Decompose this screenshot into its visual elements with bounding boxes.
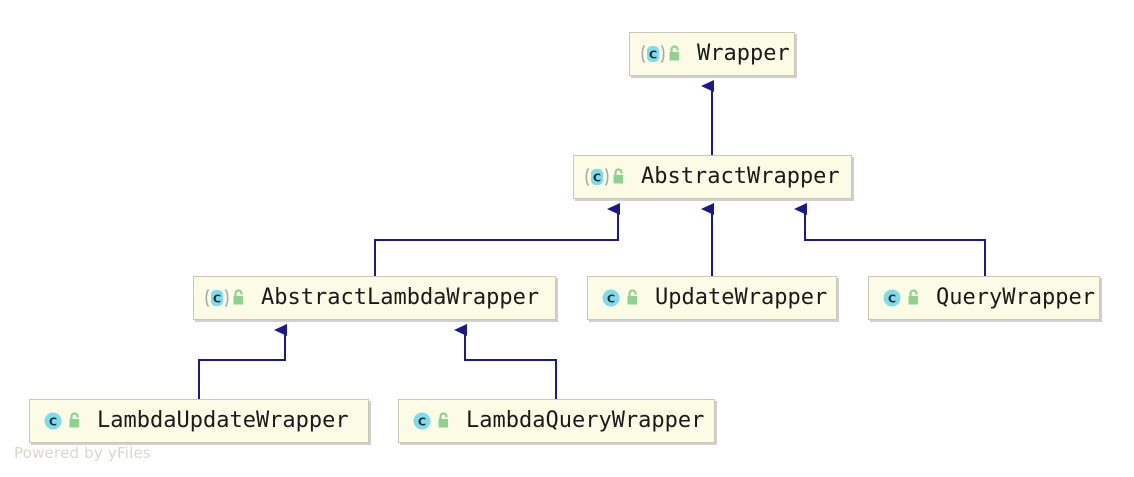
unlocked-padlock-icon — [906, 288, 924, 308]
unlocked-padlock-icon — [667, 44, 685, 64]
abstract-class-icon: C — [584, 166, 610, 188]
unlocked-padlock-icon — [625, 288, 643, 308]
class-node-abstract-wrapper[interactable]: C AbstractWrapper — [573, 155, 852, 199]
class-name-label: Wrapper — [697, 41, 790, 66]
unlocked-padlock-icon — [436, 411, 454, 431]
unlocked-padlock-icon — [67, 411, 85, 431]
svg-text:C: C — [49, 416, 57, 429]
class-name-label: UpdateWrapper — [655, 285, 828, 310]
class-icon: C — [40, 410, 66, 432]
node-icon-group: C — [879, 287, 924, 309]
node-icon-group: C — [640, 43, 685, 65]
svg-text:C: C — [593, 172, 601, 185]
class-name-label: AbstractWrapper — [641, 164, 840, 189]
class-node-update-wrapper[interactable]: C UpdateWrapper — [587, 276, 837, 320]
class-node-wrapper[interactable]: C Wrapper — [629, 32, 795, 76]
generalization-edge — [794, 203, 986, 276]
unlocked-padlock-icon — [231, 288, 249, 308]
class-name-label: QueryWrapper — [936, 285, 1095, 310]
node-icon-group: C — [40, 410, 85, 432]
class-node-abstract-lambda-wrapper[interactable]: C AbstractLambdaWrapper — [193, 276, 556, 320]
class-name-label: AbstractLambdaWrapper — [261, 285, 540, 310]
class-node-lambda-query-wrapper[interactable]: C LambdaQueryWrapper — [398, 399, 715, 443]
abstract-class-icon: C — [204, 287, 230, 309]
svg-text:C: C — [418, 416, 426, 429]
unlocked-padlock-icon — [611, 167, 629, 187]
node-icon-group: C — [409, 410, 454, 432]
class-name-label: LambdaQueryWrapper — [466, 408, 705, 433]
class-icon: C — [409, 410, 435, 432]
svg-text:C: C — [649, 49, 657, 62]
class-node-query-wrapper[interactable]: C QueryWrapper — [868, 276, 1100, 320]
class-icon: C — [879, 287, 905, 309]
yfiles-watermark: Powered by yFiles — [14, 444, 151, 462]
svg-text:C: C — [607, 293, 615, 306]
node-icon-group: C — [584, 166, 629, 188]
generalization-edge — [454, 324, 557, 399]
svg-text:C: C — [213, 293, 221, 306]
node-icon-group: C — [204, 287, 249, 309]
generalization-edge — [374, 203, 620, 276]
node-icon-group: C — [598, 287, 643, 309]
abstract-class-icon: C — [640, 43, 666, 65]
class-node-lambda-update-wrapper[interactable]: C LambdaUpdateWrapper — [29, 399, 369, 443]
svg-text:C: C — [888, 293, 896, 306]
class-icon: C — [598, 287, 624, 309]
generalization-edge — [198, 324, 287, 399]
class-name-label: LambdaUpdateWrapper — [97, 408, 349, 433]
